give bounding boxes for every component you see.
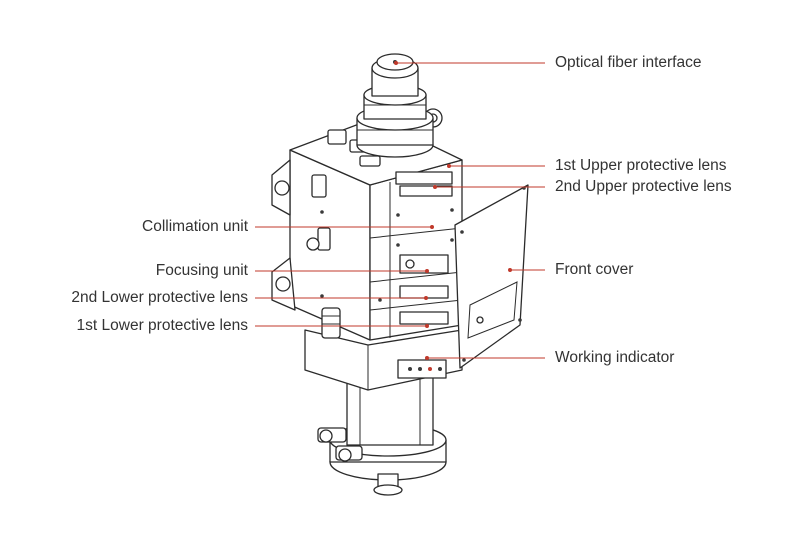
- label-working-indicator: Working indicator: [555, 349, 675, 366]
- laser-cutting-head-drawing: [271, 53, 529, 496]
- label-front-cover: Front cover: [555, 261, 634, 278]
- label-lower-lens-2: 2nd Lower protective lens: [71, 289, 248, 306]
- leader-lines: [255, 61, 545, 360]
- label-lower-lens-1: 1st Lower protective lens: [76, 317, 248, 334]
- label-upper-lens-2: 2nd Upper protective lens: [555, 178, 732, 195]
- label-collimation-unit: Collimation unit: [142, 218, 248, 235]
- label-optical-fiber-interface: Optical fiber interface: [555, 54, 702, 71]
- label-upper-lens-1: 1st Upper protective lens: [555, 157, 727, 174]
- label-focusing-unit: Focusing unit: [155, 262, 248, 279]
